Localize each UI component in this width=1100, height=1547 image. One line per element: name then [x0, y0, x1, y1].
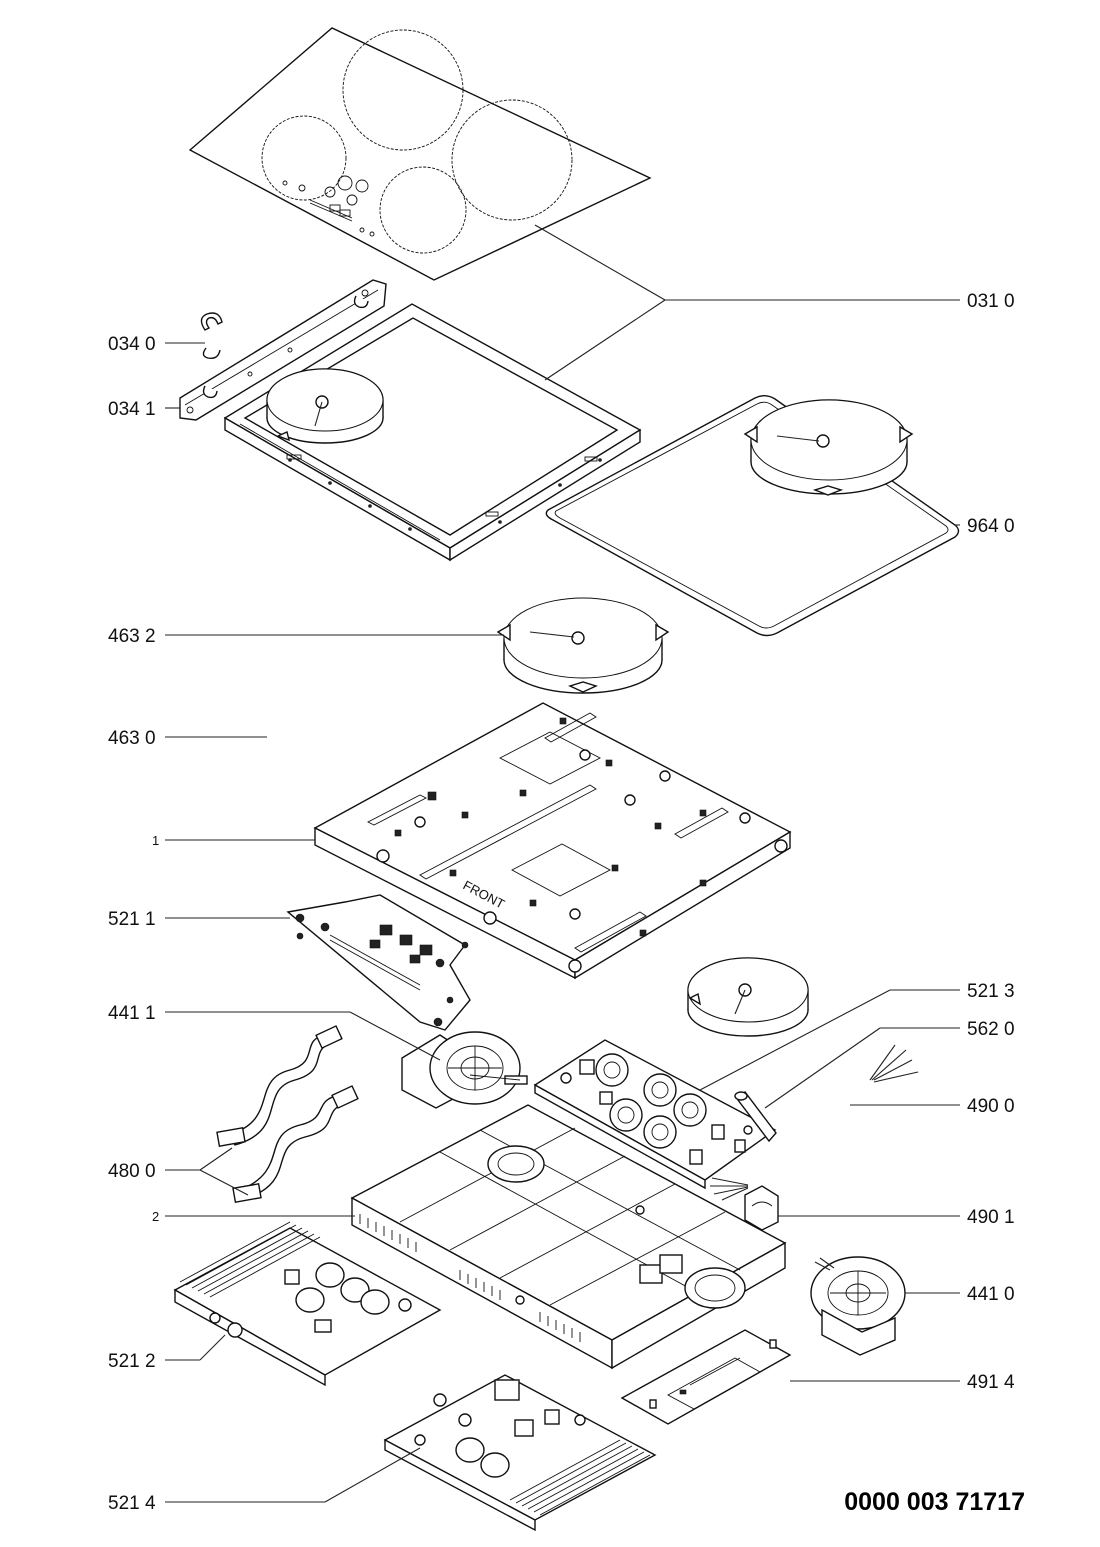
cooling-fan-lower-part	[810, 1256, 906, 1356]
label-1: 1	[152, 833, 159, 848]
induction-coil-right-part	[743, 399, 914, 496]
induction-coil-lower-part	[687, 957, 809, 1037]
fuse-part	[734, 1090, 777, 1143]
control-pcb-part	[286, 894, 471, 1031]
ribbon-harness-part	[216, 1025, 359, 1203]
power-module-right-part	[383, 1374, 657, 1532]
label-441-0: 441 0	[967, 1284, 1015, 1305]
glass-top-part	[188, 27, 652, 281]
label-964-0: 964 0	[967, 516, 1015, 537]
label-463-0: 463 0	[108, 728, 156, 749]
label-562-0: 562 0	[967, 1019, 1015, 1040]
label-441-1: 441 1	[108, 1003, 156, 1024]
label-034-1: 034 1	[108, 399, 156, 420]
label-521-2: 521 2	[108, 1351, 156, 1372]
cable-clamp-part	[744, 1185, 779, 1231]
label-034-0: 034 0	[108, 334, 156, 355]
label-463-2: 463 2	[108, 626, 156, 647]
power-filter-pcb-part	[533, 1039, 777, 1190]
support-plate-part: FRONT	[313, 702, 792, 980]
display-pcb-part	[620, 1329, 792, 1425]
part-labels: 031 0 034 0 034 1 964 0 463 2 463 0 1 52…	[108, 291, 1015, 1514]
label-521-4: 521 4	[108, 1493, 156, 1514]
cooling-fan-upper-part	[401, 1031, 528, 1109]
label-2: 2	[152, 1209, 159, 1224]
label-490-1: 490 1	[967, 1207, 1015, 1228]
document-number: 0000 003 71717	[844, 1488, 1025, 1516]
label-521-1: 521 1	[108, 909, 156, 930]
power-module-left-part	[173, 1221, 442, 1387]
mains-cable-part	[710, 1044, 919, 1201]
induction-coil-small-part	[266, 368, 384, 444]
label-031-0: 031 0	[967, 291, 1015, 312]
label-490-0: 490 0	[967, 1096, 1015, 1117]
bottom-housing-part	[350, 1104, 787, 1370]
label-480-0: 480 0	[108, 1161, 156, 1182]
clip-part	[200, 295, 369, 399]
induction-coil-large-part	[496, 597, 670, 694]
leader-lines	[165, 224, 960, 1503]
label-521-3: 521 3	[967, 981, 1015, 1002]
label-491-4: 491 4	[967, 1372, 1015, 1393]
